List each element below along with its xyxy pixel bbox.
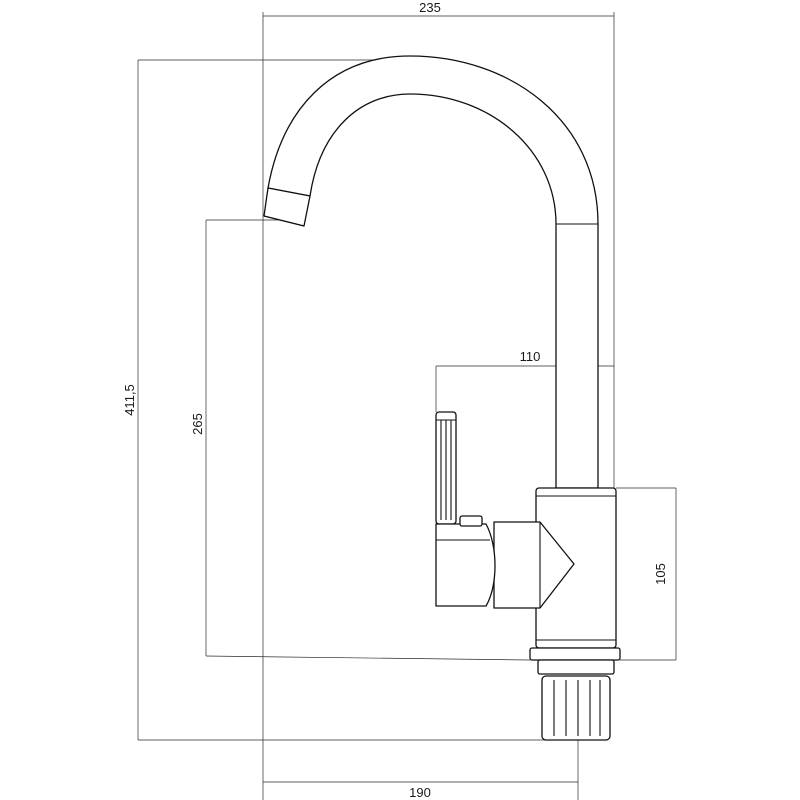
- mounting-nut: [541, 675, 611, 741]
- dimension-lines: [137, 12, 677, 800]
- aerator-line: [263, 215, 305, 227]
- dim-label-265: 265: [190, 413, 205, 435]
- ext-line-base: [205, 655, 531, 661]
- handle-screw: [459, 515, 483, 527]
- dim-label-110: 110: [520, 349, 541, 364]
- dim-label-105: 105: [653, 563, 668, 585]
- cartridge-housing: [493, 521, 575, 609]
- dimension-labels: 235 411,5 265 110 105 190: [122, 0, 668, 800]
- dim-label-190: 190: [409, 785, 431, 800]
- base-collar: [537, 659, 615, 675]
- base-ring: [529, 647, 621, 661]
- dim-label-411: 411,5: [122, 384, 137, 416]
- spout: [267, 55, 599, 489]
- handle-base: [435, 523, 496, 607]
- dim-label-235: 235: [419, 0, 441, 15]
- faucet: [263, 55, 621, 741]
